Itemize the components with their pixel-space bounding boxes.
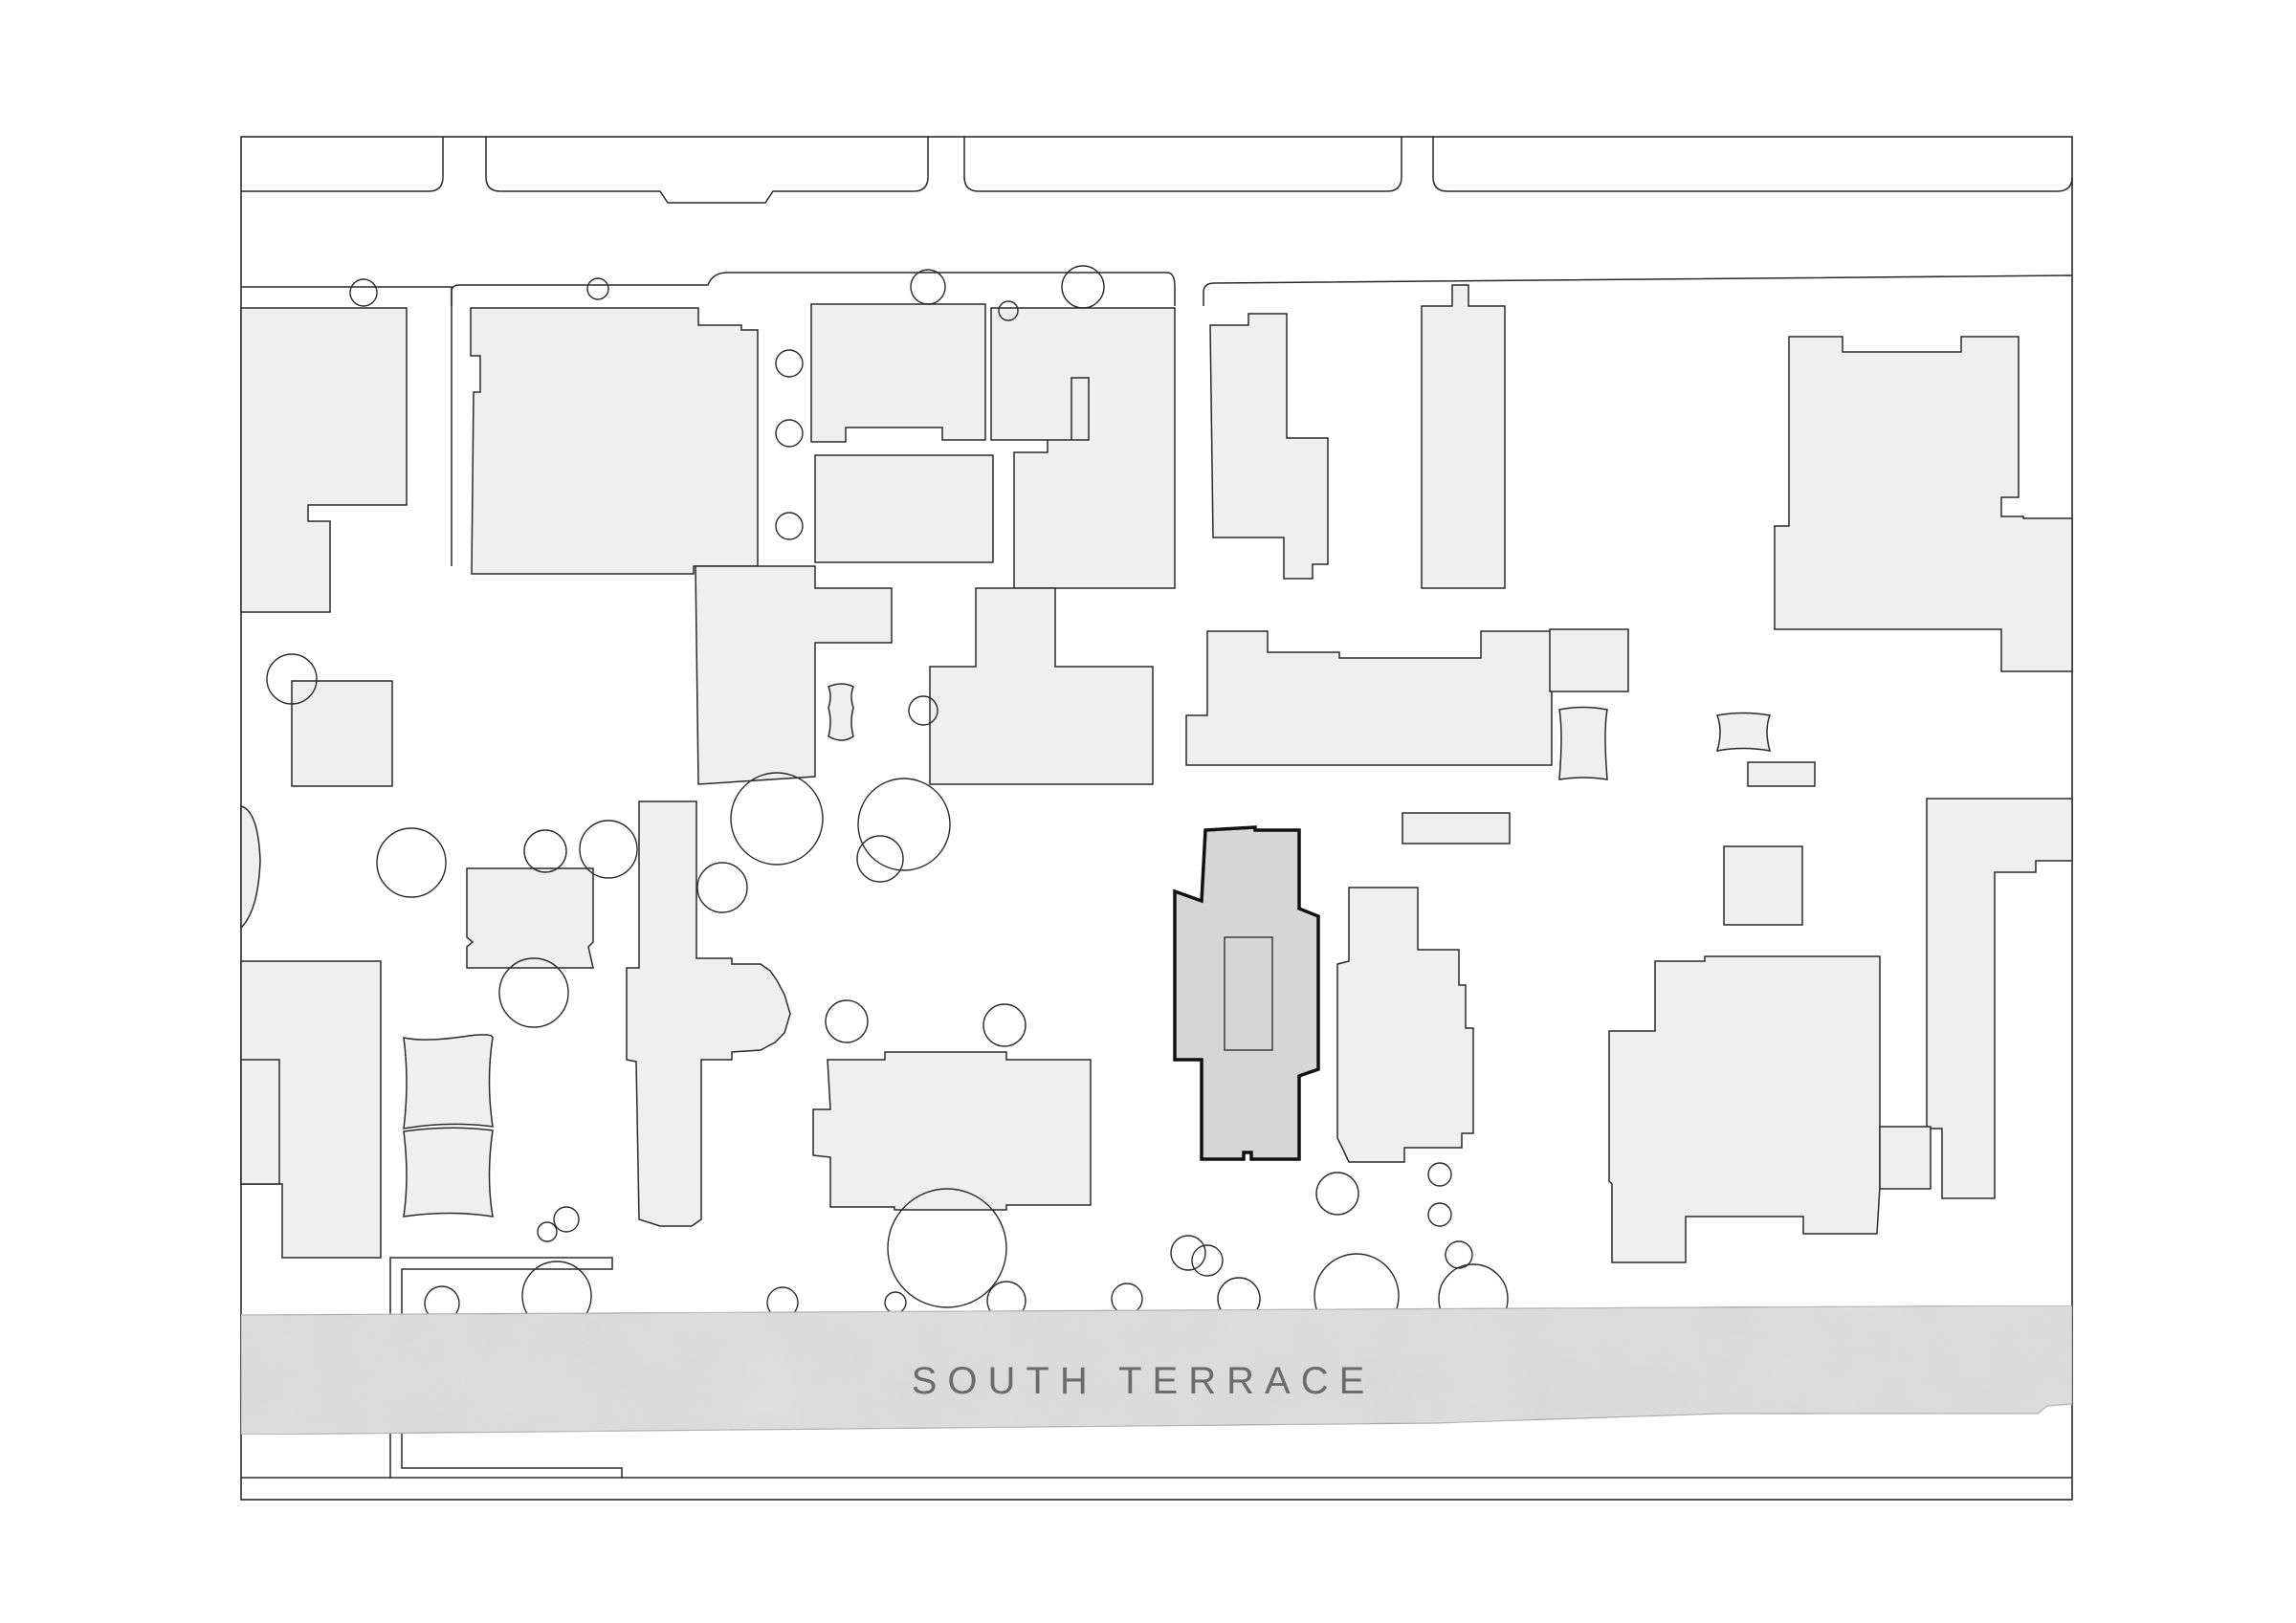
tree (266, 653, 318, 705)
building (1421, 284, 1506, 589)
tree (1445, 1240, 1473, 1269)
building (1774, 336, 2073, 672)
tree (696, 862, 748, 913)
building (1926, 798, 2073, 1199)
tree (982, 1003, 1027, 1047)
building (814, 454, 994, 563)
tree (376, 827, 447, 898)
building (1747, 761, 1816, 787)
building (1558, 706, 1608, 780)
tree (856, 835, 904, 883)
building (828, 683, 854, 741)
building (1879, 1126, 1932, 1190)
tree (910, 269, 946, 305)
building (1715, 712, 1772, 752)
building (470, 307, 759, 575)
building (403, 1034, 494, 1130)
tree (1061, 265, 1105, 309)
building (1185, 630, 1553, 766)
building (466, 867, 594, 969)
tree (498, 957, 569, 1028)
tree (825, 999, 869, 1043)
building (403, 1127, 494, 1217)
tree (1427, 1202, 1452, 1227)
tree (857, 778, 951, 871)
tree (775, 512, 804, 540)
tree (579, 820, 638, 879)
tree (887, 1188, 1007, 1308)
south-terrace-road: SOUTH TERRACE (240, 1305, 2073, 1436)
highlighted-building-core (1224, 936, 1273, 1051)
tree (537, 1221, 558, 1242)
tree (586, 277, 609, 300)
building (1608, 955, 1881, 1263)
building (695, 565, 893, 785)
road-surface (240, 1305, 2073, 1436)
building (1723, 845, 1803, 926)
tree (775, 419, 804, 448)
building (929, 587, 1154, 785)
building (1336, 887, 1474, 1163)
building (812, 1051, 1092, 1211)
building (240, 1059, 280, 1185)
street-label: SOUTH TERRACE (912, 1360, 1376, 1402)
tree (523, 829, 567, 873)
tree (908, 695, 938, 726)
building (990, 307, 1176, 589)
highlighted-building (1173, 825, 1320, 1161)
building (1549, 628, 1629, 692)
building (291, 680, 393, 787)
tree (1170, 1235, 1206, 1271)
tree (1315, 1172, 1359, 1216)
building (1209, 313, 1329, 580)
building (626, 801, 791, 1227)
north-street-kerbs (241, 137, 2073, 566)
building (1402, 812, 1511, 844)
tree (998, 300, 1019, 321)
buildings (240, 284, 2073, 1263)
building (240, 307, 408, 613)
tree (775, 349, 804, 378)
laneway-lines (241, 1257, 2072, 1479)
tree (349, 278, 378, 307)
tree (1427, 1162, 1452, 1187)
tree (730, 772, 824, 866)
building (810, 303, 986, 443)
building (240, 805, 261, 930)
tree (553, 1206, 580, 1233)
tree (1191, 1244, 1224, 1277)
